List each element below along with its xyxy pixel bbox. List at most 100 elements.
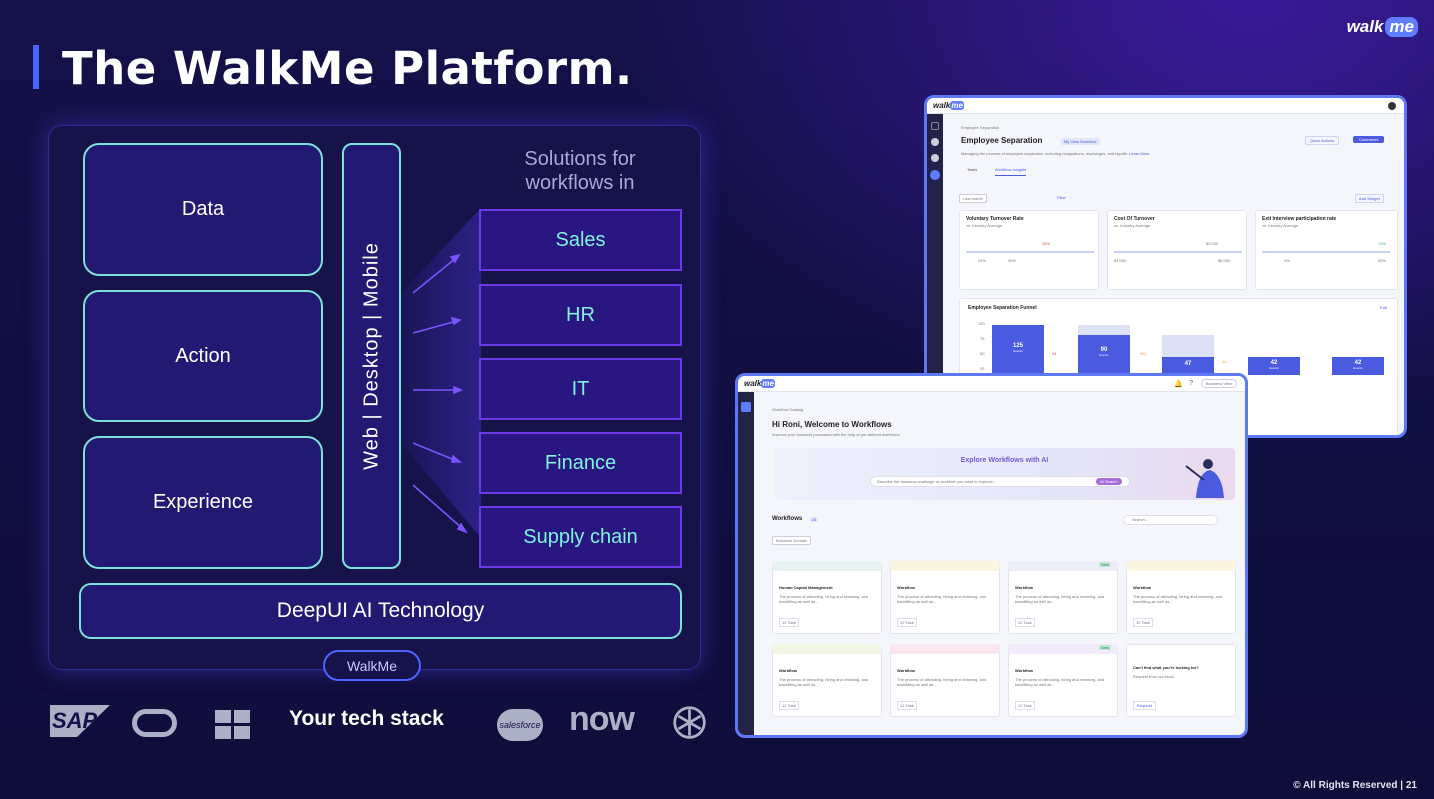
s2-card-new-badge: New — [1098, 562, 1111, 567]
s2-business-view-toggle[interactable]: Business View — [1201, 379, 1237, 388]
s1-kpi-bar — [966, 251, 1094, 253]
s1-kpi-bar — [1114, 251, 1242, 253]
solution-hr: HR — [479, 284, 682, 346]
s1-add-widget-button[interactable]: Add Widget — [1355, 194, 1384, 203]
s1-sidebar — [927, 114, 943, 435]
s2-card-title: Workflow — [1015, 668, 1033, 673]
s2-card-desc: The process of attracting, hiring and re… — [779, 677, 869, 687]
s2-card-badge: 12 Task — [1015, 701, 1035, 710]
s2-search-input[interactable]: Search... — [1123, 515, 1218, 525]
s2-welcome: Hi Roni, Welcome to Workflows — [772, 420, 892, 429]
s1-kpi-low: 4% — [1284, 258, 1290, 263]
s1-tab-tasks[interactable]: Tasks — [967, 167, 978, 172]
logo-me: me — [1385, 17, 1418, 37]
s2-workflows-label: Workflows — [772, 516, 803, 522]
s2-card-new-badge: New — [1098, 645, 1111, 650]
s2-bell-icon[interactable]: 🔔 — [1174, 380, 1184, 388]
s1-funnel-edit[interactable]: Edit — [1380, 305, 1387, 310]
s2-nav-workflows-icon[interactable] — [741, 402, 751, 412]
footer-copyright: © All Rights Reserved | 21 — [1293, 780, 1417, 791]
s2-explore-banner: Explore Workflows with AI Describe the b… — [774, 448, 1235, 500]
s1-nav-active-icon[interactable] — [930, 170, 940, 180]
layer-data: Data — [83, 143, 323, 276]
s1-kpi-title: Exit Interview participation rate — [1262, 216, 1337, 222]
s2-card-desc: The process of attracting, hiring and re… — [897, 677, 987, 687]
s2-logo-walk: walk — [744, 379, 762, 388]
s1-breadcrumb[interactable]: Employee Separation — [961, 125, 1000, 130]
servicenow-logo: now — [569, 700, 635, 738]
s1-funnel-y: 50 — [980, 351, 985, 356]
channels-box: Web | Desktop | Mobile — [342, 143, 401, 569]
s2-breadcrumb[interactable]: Workflow Catalog — [772, 407, 804, 412]
layer-experience: Experience — [83, 436, 323, 569]
s1-funnel-bar-label: Events — [1269, 366, 1279, 370]
s1-nav-icon[interactable] — [931, 154, 939, 162]
layer-action: Action — [83, 290, 323, 422]
s1-funnel-bar-label: Events — [1099, 353, 1109, 357]
deepui-foundation: DeepUI AI Technology — [79, 583, 682, 639]
s1-filter-button[interactable]: Filter — [1057, 195, 1066, 200]
s1-logo: walkme — [933, 101, 964, 110]
s2-card-badge: 12 Task — [779, 618, 799, 627]
s1-tag: My View Workflow — [1061, 138, 1100, 145]
s1-learn-more-link[interactable]: Learn More — [1129, 151, 1150, 156]
s1-kpi-high: $6,000 — [1218, 258, 1231, 263]
s2-explore-input[interactable]: Describe the business challenge or workf… — [870, 476, 1130, 487]
s2-help-icon[interactable]: ? — [1189, 380, 1194, 387]
solutions-beam — [401, 208, 481, 538]
s1-kpi-card: Cost Of Turnover vs. Industry Average $5… — [1107, 210, 1247, 290]
oracle-logo-icon — [132, 709, 177, 737]
s2-help-sub: Request from our team — [1133, 674, 1174, 679]
s1-funnel-bar-value: 90 — [1100, 347, 1108, 353]
s2-card-desc: The process of attracting, hiring and re… — [1133, 594, 1223, 604]
s1-kpi-title: Voluntary Turnover Rate — [966, 216, 1024, 222]
s1-date-filter[interactable]: Last month — [959, 194, 987, 203]
s1-avatar[interactable] — [1388, 101, 1396, 110]
s1-kpi-sub: vs. Industry Average — [966, 223, 1003, 228]
s1-kpi-sub: vs. Industry Average — [1114, 223, 1151, 228]
s2-ai-search-button[interactable]: AI Search — [1096, 478, 1122, 485]
s1-topbar: walkme — [927, 98, 1404, 114]
s1-logo-me: me — [950, 101, 964, 110]
s2-logo-me: me — [761, 379, 775, 388]
s1-title: Employee Separation — [961, 136, 1043, 145]
s2-domain-filter[interactable]: Business Domain — [772, 536, 812, 545]
s1-kpi-low: $4,000 — [1114, 258, 1127, 263]
s1-funnel-drop: 14 — [1222, 359, 1227, 364]
solution-it: IT — [479, 358, 682, 420]
s1-tab-insights[interactable]: Workflow Insights — [995, 167, 1027, 176]
solution-sales: Sales — [479, 209, 682, 271]
s2-card-title: Workflow — [897, 585, 915, 590]
s1-nav-home-icon[interactable] — [931, 122, 939, 130]
s2-sidebar — [738, 392, 754, 735]
s2-card-title: Workflow — [897, 668, 915, 673]
s2-card-desc: The process of attracting, hiring and re… — [897, 594, 987, 604]
workflow-catalog-screenshot: walkme 🔔 ? Business View Workflow Catalo… — [735, 373, 1248, 738]
s2-topbar: walkme 🔔 ? Business View — [738, 376, 1245, 392]
solutions-heading-line2: workflows in — [525, 172, 635, 194]
s1-subtitle: Managing the process of employee separat… — [961, 151, 1150, 156]
s1-kpi-high: 50% — [1378, 258, 1387, 263]
s1-comments-button[interactable]: Comments — [1353, 136, 1385, 143]
s1-kpi-sub: vs. Industry Average — [1262, 223, 1299, 228]
s2-person-illustration-icon — [1185, 459, 1224, 498]
s1-quick-actions-button[interactable]: Quick Actions — [1305, 136, 1340, 145]
s2-request-button[interactable]: Request — [1133, 701, 1156, 710]
s1-funnel-y: 75 — [980, 336, 985, 341]
s1-kpi-marker: 70% — [1378, 241, 1387, 246]
s1-kpi-title: Cost Of Turnover — [1114, 216, 1155, 222]
s2-help-card: Can't find what you're looking for?Reque… — [1126, 644, 1236, 717]
s1-funnel-drop: 34 — [1052, 351, 1057, 356]
s1-nav-icon[interactable] — [931, 138, 939, 146]
title-accent-bar — [33, 45, 39, 89]
s1-kpi-bar — [1262, 251, 1390, 253]
